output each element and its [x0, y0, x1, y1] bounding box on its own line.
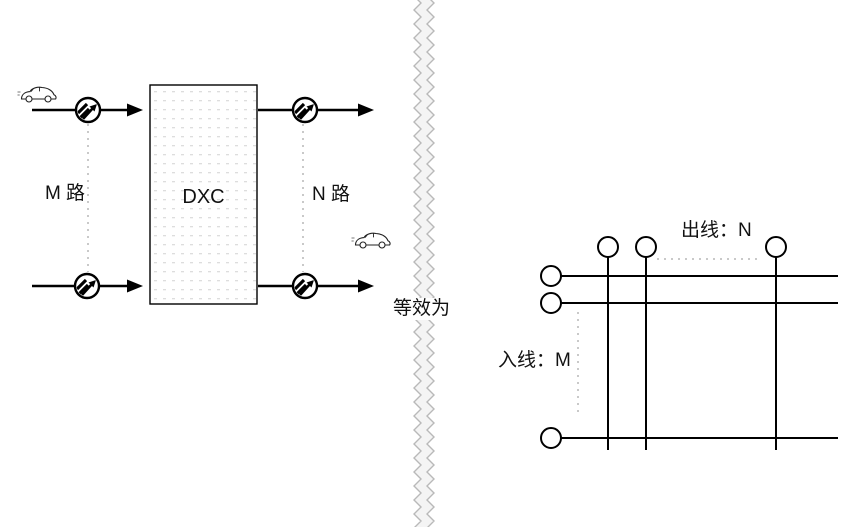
- dxc-box: [149, 84, 258, 305]
- m-lines-label: M 路: [44, 183, 86, 204]
- inlet-terminal-circles: [540, 265, 562, 449]
- n-lines-label: N 路: [311, 184, 350, 205]
- inlets-count-label: 入线：M: [498, 350, 571, 371]
- arrowhead-icon: [127, 103, 143, 117]
- arrowhead-icon: [358, 279, 374, 293]
- equivalent-to-label: 等效为: [390, 298, 454, 320]
- arrowhead-icon: [127, 279, 143, 293]
- car-icon: [350, 232, 391, 249]
- crossbar-vertical-lines: [607, 257, 777, 450]
- terminal-circle: [765, 236, 787, 258]
- circled-arrow-icon: [75, 274, 99, 298]
- terminal-circle: [540, 427, 562, 449]
- outlet-terminal-circles: [597, 236, 787, 258]
- arrowhead-icon: [358, 103, 374, 117]
- tear-line-left: [413, 0, 422, 527]
- crossbar-horizontal-lines: [561, 275, 838, 439]
- outlets-count-label: 出线：N: [681, 220, 752, 241]
- car-icon: [16, 86, 57, 103]
- terminal-circle: [597, 236, 619, 258]
- dxc-box-label: DXC: [182, 186, 225, 208]
- circled-arrow-icon: [293, 98, 317, 122]
- circled-arrow-icon: [293, 274, 317, 298]
- tear-line-right: [426, 0, 435, 527]
- circled-arrow-icon: [76, 98, 100, 122]
- terminal-circle: [540, 292, 562, 314]
- terminal-circle: [635, 236, 657, 258]
- terminal-circle: [540, 265, 562, 287]
